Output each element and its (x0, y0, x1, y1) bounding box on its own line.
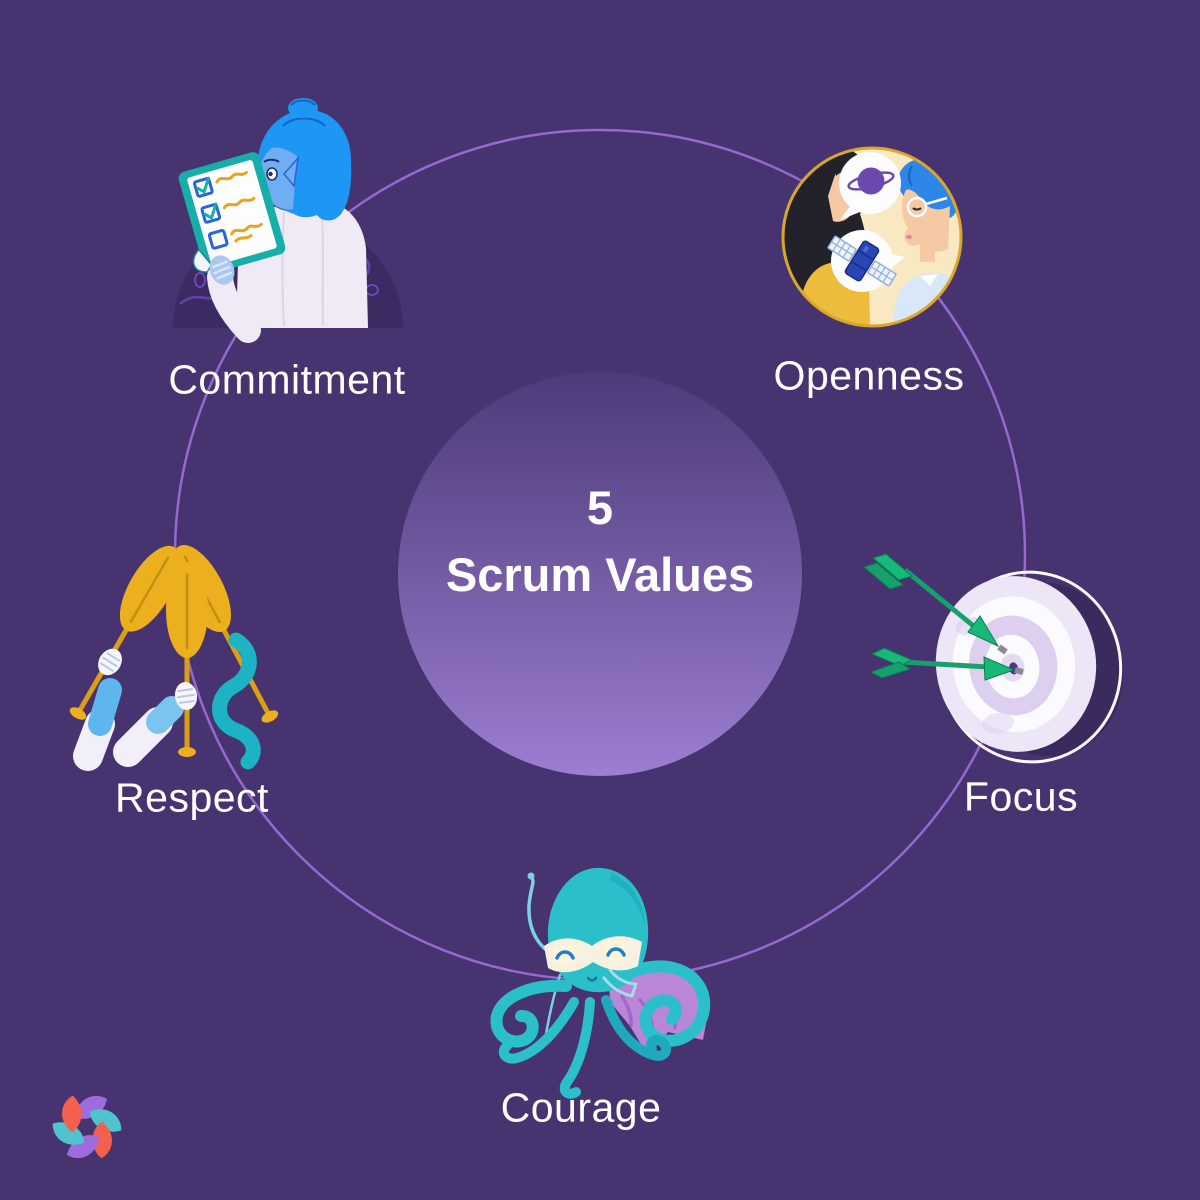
hand-middle (174, 682, 198, 710)
focus-illustration (862, 553, 1124, 764)
center-title-number: 5 (586, 481, 614, 534)
tentacle-ribbon (212, 632, 261, 770)
pointed-ear (283, 155, 300, 188)
arrow-lower (869, 647, 1024, 681)
center-title-text: Scrum Values (445, 548, 755, 601)
happy-eye-right (606, 947, 626, 957)
hair-bun (280, 113, 328, 149)
badge-border (781, 146, 963, 328)
checklist-clipboard (178, 152, 286, 274)
value-label-openness: Openness (773, 352, 965, 399)
center-title: 5 Scrum Values (446, 474, 754, 608)
courage-illustration (490, 867, 711, 1099)
openness-illustration (781, 146, 963, 328)
respect-illustration (69, 544, 279, 771)
checkbox-checked-2 (200, 203, 222, 224)
logo-petal (92, 1121, 112, 1159)
hand-left (98, 648, 122, 676)
checkbox-checked-1 (193, 177, 214, 198)
value-label-commitment: Commitment (168, 356, 406, 403)
target-board (935, 570, 1124, 764)
brand-logo (52, 1095, 122, 1159)
logo-petal (67, 1135, 99, 1159)
hand (209, 255, 235, 285)
logo-petal (62, 1095, 82, 1133)
tentacle-left-spiral (490, 979, 572, 1048)
handwriting-squiggles (215, 170, 263, 243)
value-label-courage: Courage (500, 1084, 662, 1131)
happy-eye-left (555, 950, 575, 960)
checkbox-empty (207, 229, 229, 250)
man-face (902, 189, 950, 252)
satellite-icon (827, 235, 897, 287)
value-label-respect: Respect (115, 774, 269, 821)
center-circle (398, 372, 802, 776)
logo-petal (75, 1095, 107, 1119)
paddle-middle (166, 562, 208, 757)
value-label-focus: Focus (963, 773, 1079, 820)
arrow-upper (862, 553, 1008, 655)
tentacle-right-spiral (610, 960, 711, 1047)
commitment-illustration (173, 98, 403, 343)
glasses-icon (906, 196, 928, 218)
